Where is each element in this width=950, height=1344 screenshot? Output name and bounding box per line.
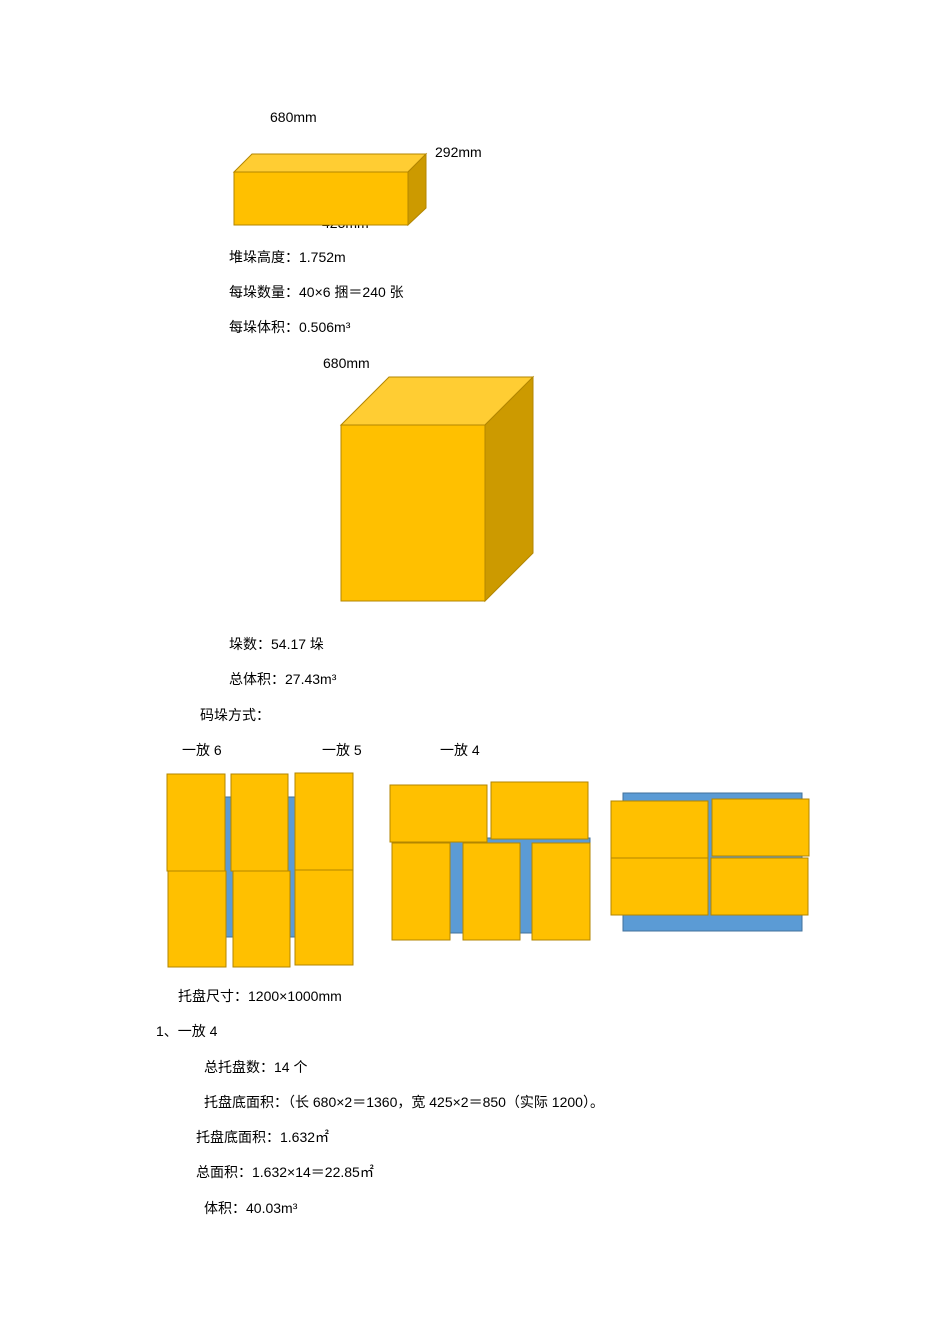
section1-title: 1、一放 4 — [156, 1023, 218, 1039]
total-area-text: 总面积：1.632×14＝22.85㎡ — [196, 1164, 374, 1180]
bundle — [462, 842, 521, 941]
bundle — [610, 800, 709, 859]
box1-depth-label: 292mm — [435, 144, 482, 160]
bundle — [531, 842, 591, 941]
box1-front-face — [233, 171, 409, 226]
box2-cuboid — [339, 375, 535, 603]
bundle — [389, 784, 488, 843]
pallet-layout-6 — [166, 772, 354, 968]
pallet-layout-5 — [389, 781, 591, 941]
box2-front-face — [340, 424, 486, 602]
stack-volume-text: 每垛体积：0.506m³ — [229, 319, 351, 335]
total-stacks-text: 垛数：54.17 垛 — [229, 636, 324, 652]
stacking-heading: 码垛方式： — [200, 707, 270, 723]
bundle — [391, 842, 451, 941]
bundle — [490, 781, 589, 840]
box2-length-label: 680mm — [323, 355, 370, 371]
pallet-layout-4 — [610, 792, 810, 932]
stack-count-text: 每垛数量：40×6 捆＝240 张 — [229, 284, 404, 300]
stacking-option-5: 一放 5 — [322, 742, 362, 758]
total-volume-text: 总体积：27.43m³ — [229, 671, 337, 687]
stacking-option-4: 一放 4 — [440, 742, 480, 758]
section1-volume-text: 体积：40.03m³ — [204, 1200, 298, 1216]
pallet-size-text: 托盘尺寸：1200×1000mm — [178, 988, 342, 1004]
bundle — [230, 773, 289, 872]
box1-length-label: 680mm — [270, 109, 317, 125]
bundle — [294, 869, 354, 966]
bundle — [166, 773, 226, 872]
box1-cuboid — [232, 152, 428, 227]
stacking-option-6: 一放 6 — [182, 742, 222, 758]
base-area-text: 托盘底面积：1.632㎡ — [196, 1129, 330, 1145]
bundle — [232, 870, 291, 968]
bundle — [167, 870, 227, 968]
base-area-formula-text: 托盘底面积：（长 680×2＝1360，宽 425×2＝850（实际 1200）… — [204, 1094, 604, 1110]
bundle — [711, 798, 810, 857]
bundle — [294, 772, 354, 871]
box1-top-face — [232, 153, 428, 173]
bundle — [710, 857, 809, 916]
total-pallets-text: 总托盘数：14 个 — [204, 1059, 308, 1075]
bundle — [610, 857, 709, 916]
stack-height-text: 堆垛高度：1.752m — [229, 249, 346, 265]
